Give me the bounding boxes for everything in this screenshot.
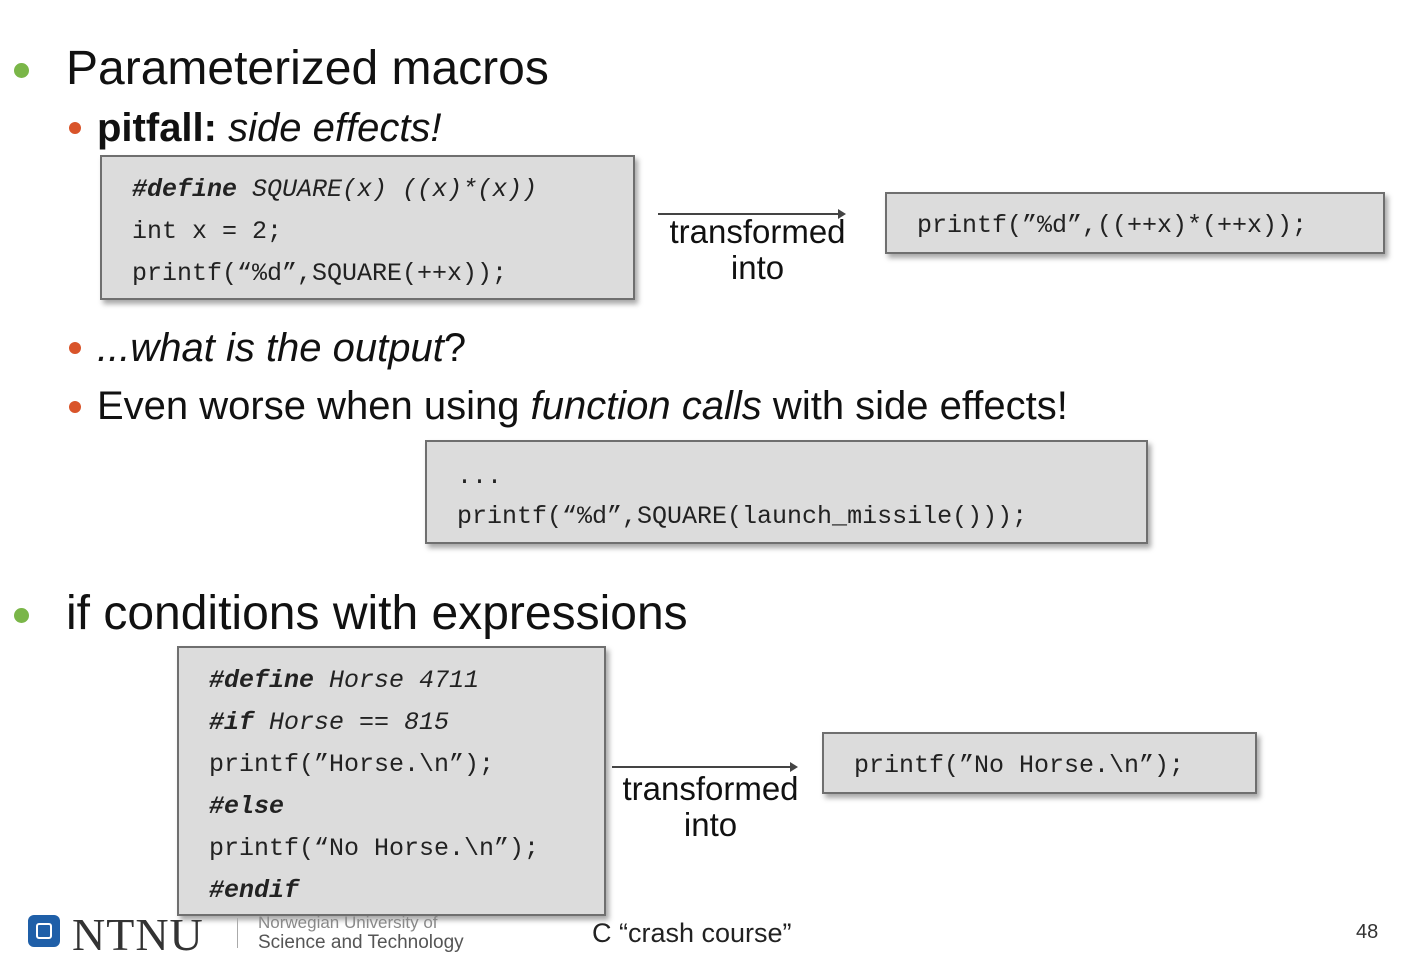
bullet-dot bbox=[14, 608, 29, 623]
transform-label: transformed into bbox=[669, 213, 846, 286]
code-block-launch-missile: ... printf(“%d”,SQUARE(launch_missile())… bbox=[425, 440, 1148, 544]
code-block-horse: #define Horse 4711 #if Horse == 815 prin… bbox=[177, 646, 606, 916]
code-line: int x = 2; bbox=[132, 217, 283, 246]
footer-divider bbox=[237, 918, 238, 948]
bullet-dot bbox=[14, 63, 29, 78]
result-block-square: printf(”%d”,((++x)*(++x)); bbox=[885, 192, 1385, 254]
code-line: printf(”%d”,((++x)*(++x)); bbox=[917, 211, 1308, 240]
code-line: #define Horse 4711 bbox=[209, 666, 480, 695]
code-line: #if Horse == 815 bbox=[209, 708, 450, 737]
sub-bullet-dot bbox=[69, 401, 81, 413]
page-number: 48 bbox=[1356, 921, 1379, 943]
course-title: C “crash course” bbox=[592, 918, 792, 948]
university-name-line1: Norwegian University of bbox=[258, 913, 438, 932]
code-line: printf(”No Horse.\n”); bbox=[854, 751, 1185, 780]
bullet-title-if-conditions: if conditions with expressions bbox=[66, 587, 688, 640]
sub-bullet-dot bbox=[69, 342, 81, 354]
sub-bullet-pitfall: pitfall: side effects! bbox=[97, 108, 442, 148]
code-line: ... bbox=[457, 462, 503, 491]
result-block-horse: printf(”No Horse.\n”); bbox=[822, 732, 1257, 794]
ntnu-logo-text: NTNU bbox=[72, 909, 204, 960]
sub-bullet-output-question: ...what is the output? bbox=[97, 326, 467, 370]
code-line: printf(“No Horse.\n”); bbox=[209, 834, 540, 863]
sub-bullet-function-calls: Even worse when using function calls wit… bbox=[97, 384, 1068, 428]
code-line: #else bbox=[209, 792, 285, 821]
transform-arrow bbox=[612, 762, 798, 772]
sub-bullet-dot bbox=[69, 122, 81, 134]
bullet-title-macros: Parameterized macros bbox=[66, 42, 549, 95]
ntnu-logo-icon bbox=[28, 915, 60, 947]
code-line: #define SQUARE(x) ((x)*(x)) bbox=[132, 175, 538, 204]
code-block-square-macro: #define SQUARE(x) ((x)*(x)) int x = 2; p… bbox=[100, 155, 635, 300]
code-line: #endif bbox=[209, 876, 300, 905]
code-line: printf(“%d”,SQUARE(launch_missile())); bbox=[457, 502, 1028, 531]
transform-label: transformed into bbox=[622, 770, 799, 843]
transform-arrow bbox=[658, 209, 846, 219]
university-name-line2: Science and Technology bbox=[258, 932, 464, 953]
side-effects-text: side effects! bbox=[228, 106, 442, 150]
pitfall-label: pitfall: bbox=[97, 106, 217, 150]
code-line: printf(”Horse.\n”); bbox=[209, 750, 495, 779]
code-line: printf(“%d”,SQUARE(++x)); bbox=[132, 259, 508, 288]
